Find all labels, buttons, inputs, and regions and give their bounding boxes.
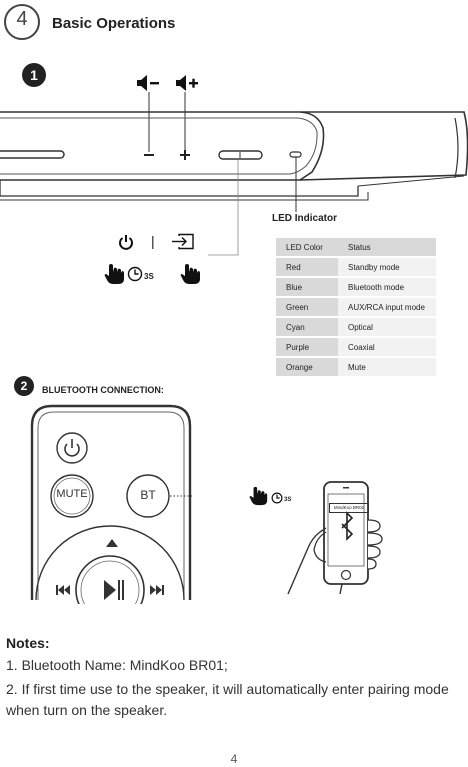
note-line-2: 2. If first time use to the speaker, it … (6, 681, 449, 697)
soundbar-illustration (0, 92, 468, 256)
hold-time-label: 3S (284, 497, 292, 503)
table-row: Green AUX/RCA input mode (276, 298, 436, 316)
note-line-1: 1. Bluetooth Name: MindKoo BR01; (6, 657, 228, 673)
section-number-circle (4, 4, 40, 40)
table-cell: AUX/RCA input mode (338, 298, 436, 316)
table-cell: Bluetooth mode (338, 278, 436, 296)
hold-time-label: 3S (144, 272, 154, 281)
step-2-badge: 2 (14, 376, 34, 396)
page-number: 4 (230, 752, 238, 766)
step-1-badge: 1 (22, 63, 46, 87)
volume-up-icon (176, 75, 198, 91)
section-number: 4 (16, 8, 28, 30)
icon-divider: | (151, 233, 155, 249)
table-row: Blue Bluetooth mode (276, 278, 436, 296)
table-header-row: LED Color Status (276, 238, 436, 256)
phone-in-hand-illustration (287, 481, 383, 595)
table-cell: Orange (276, 358, 338, 376)
led-indicator-label: LED Indicator (272, 213, 338, 224)
source-input-icon (172, 233, 194, 250)
mute-button[interactable]: MUTE (56, 488, 88, 500)
hand-press-icon (249, 486, 268, 506)
table-cell: Blue (276, 278, 338, 296)
table-cell: Red (276, 258, 338, 276)
remote-control-illustration (30, 404, 192, 604)
table-cell: Optical (338, 318, 436, 336)
notes-heading: Notes: (6, 635, 50, 651)
table-cell: Coaxial (338, 338, 436, 356)
volume-down-icon (137, 75, 159, 91)
hand-press-icon (104, 264, 124, 284)
table-cell: Cyan (276, 318, 338, 336)
table-row: Cyan Optical (276, 318, 436, 336)
section-title: Basic Operations (52, 15, 176, 32)
bt-button[interactable]: BT (140, 488, 156, 502)
timer-icon (127, 266, 143, 282)
note-line-3: when turn on the speaker. (6, 702, 168, 718)
table-cell: Mute (338, 358, 436, 376)
phone-device-name: MindKoo BR01 (329, 503, 369, 513)
table-cell: Purple (276, 338, 338, 356)
power-icon (119, 235, 133, 250)
table-row: Orange Mute (276, 358, 436, 376)
led-status-table: LED Color Status Red Standby mode Blue B… (276, 236, 436, 378)
table-header: Status (338, 238, 436, 256)
table-cell: Standby mode (338, 258, 436, 276)
table-row: Red Standby mode (276, 258, 436, 276)
table-row: Purple Coaxial (276, 338, 436, 356)
hand-press-icon (180, 264, 200, 284)
table-cell: Green (276, 298, 338, 316)
table-header: LED Color (276, 238, 338, 256)
step-2-title: BLUETOOTH CONNECTION: (42, 385, 164, 395)
timer-icon (271, 492, 283, 504)
